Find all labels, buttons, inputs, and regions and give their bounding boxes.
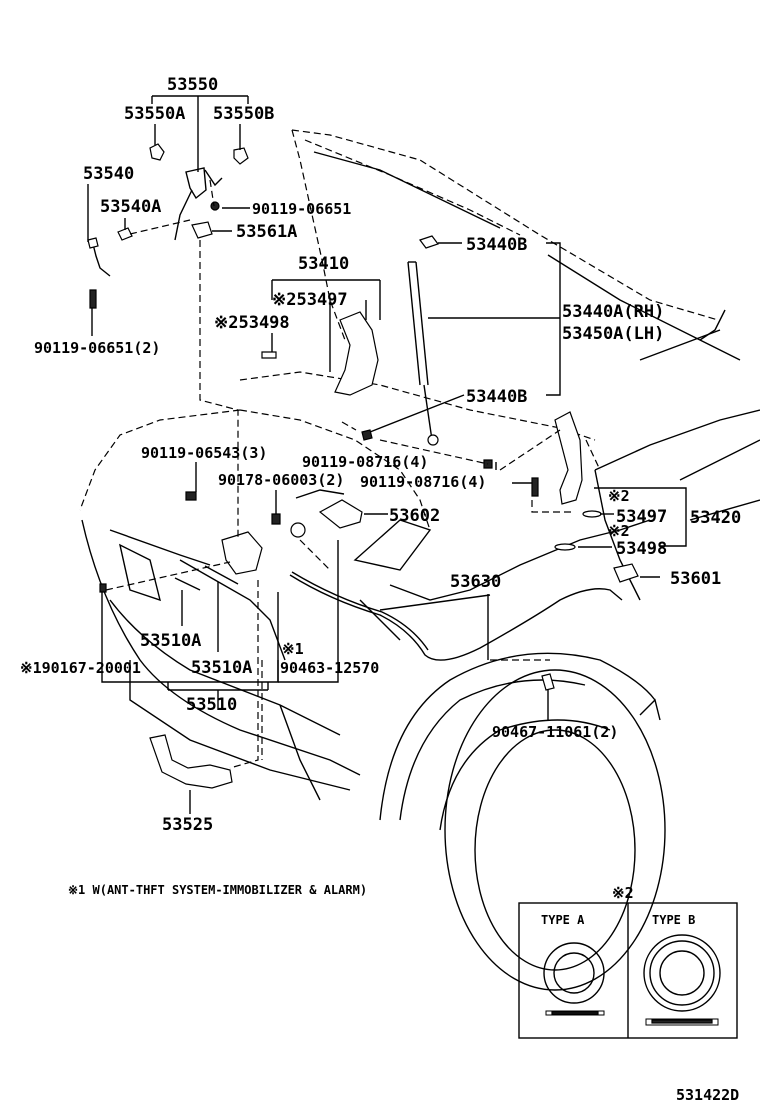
label-53440a-rh: 53440A(RH) xyxy=(562,302,664,322)
label-53510a-b: 53510A xyxy=(191,658,252,678)
label-53410: 53410 xyxy=(298,254,349,274)
diagram-code: 531422D xyxy=(676,1086,739,1104)
label-53450a-lh: 53450A(LH) xyxy=(562,324,664,344)
label-53540a: 53540A xyxy=(100,197,161,217)
label-90467-11061-2: 90467-11061(2) xyxy=(492,723,618,741)
label-90178-06003-2: 90178-06003(2) xyxy=(218,471,344,489)
mark-2-b: ※2 xyxy=(608,522,630,540)
label-90119-08716-4b: 90119-08716(4) xyxy=(360,473,486,491)
label-53602: 53602 xyxy=(389,506,440,526)
label-53550a: 53550A xyxy=(124,104,185,124)
label-90119-06651: 90119-06651 xyxy=(252,200,351,218)
label-53440b-bottom: 53440B xyxy=(466,387,527,407)
label-53510a-a: 53510A xyxy=(140,631,201,651)
label-53630: 53630 xyxy=(450,572,501,592)
label-90463-12570: 90463-12570 xyxy=(280,659,379,677)
label-53561a: 53561A xyxy=(236,222,297,242)
label-90119-06543-3: 90119-06543(3) xyxy=(141,444,267,462)
label-53510: 53510 xyxy=(186,695,237,715)
mark-1: ※1 xyxy=(282,640,304,658)
vehicle-outline xyxy=(79,129,760,991)
label-53498-right: 53498 xyxy=(616,539,667,559)
legend-mark: ※2 xyxy=(612,884,634,902)
label-53498-top: ※253498 xyxy=(214,313,290,333)
label-53420: 53420 xyxy=(690,508,741,528)
part-labels: 53550 53550A 53550B 53540 53540A 90119-0… xyxy=(20,75,741,835)
label-90119-08716-4a: 90119-08716(4) xyxy=(302,453,428,471)
footnote-immobilizer: ※1 W(ANT-THFT SYSTEM-IMMOBILIZER & ALARM… xyxy=(68,883,367,897)
label-53497-top: ※253497 xyxy=(272,290,348,310)
washer-type-b-icon xyxy=(643,934,721,1026)
label-53525: 53525 xyxy=(162,815,213,835)
legend-type-b: TYPE B xyxy=(652,913,695,927)
label-53497-right: 53497 xyxy=(616,507,667,527)
label-53540: 53540 xyxy=(83,164,134,184)
label-53550: 53550 xyxy=(167,75,218,95)
label-90119-06651-2: 90119-06651(2) xyxy=(34,339,160,357)
legend-type-a: TYPE A xyxy=(541,913,585,927)
label-53550b: 53550B xyxy=(213,104,274,124)
label-190167-20001: ※190167-20001 xyxy=(20,659,141,677)
mark-2-a: ※2 xyxy=(608,487,630,505)
parts xyxy=(87,143,639,789)
leader-lines xyxy=(87,95,687,814)
washer-type-legend: ※2 TYPE A TYPE B xyxy=(518,884,738,1039)
label-53440b-top: 53440B xyxy=(466,235,527,255)
washer-type-a-icon xyxy=(543,942,605,1016)
label-53601: 53601 xyxy=(670,569,721,589)
